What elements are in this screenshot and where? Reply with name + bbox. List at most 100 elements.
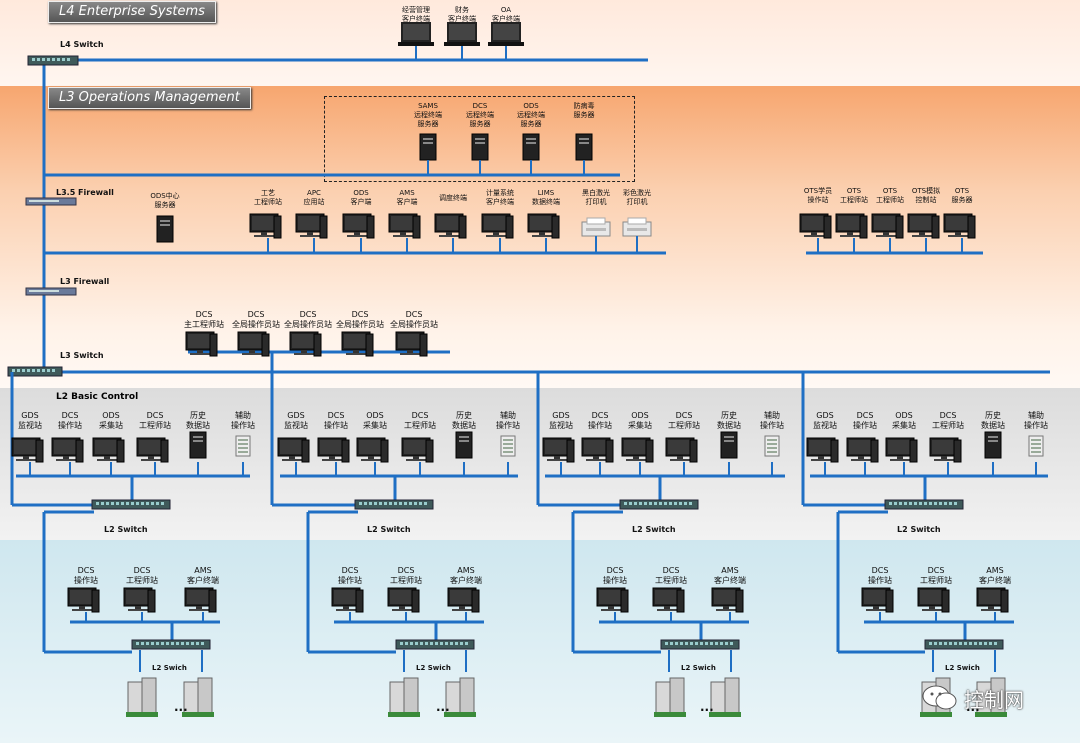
remote-server-icon xyxy=(419,133,437,161)
dcs-global-label: DCS 全局操作员站 xyxy=(336,310,384,329)
l2-station-label: GDS 监视站 xyxy=(18,411,42,430)
remote-server-icon xyxy=(471,133,489,161)
ellipsis: ... xyxy=(174,700,188,714)
l2-station-label: GDS 监视站 xyxy=(813,411,837,430)
io-module-icon xyxy=(182,677,214,717)
ellipsis: ... xyxy=(436,700,450,714)
l2-station-icon xyxy=(11,437,44,463)
l2-switch-icon xyxy=(354,499,434,510)
l3-client-icon xyxy=(249,213,282,239)
l2-station-label: DCS 工程师站 xyxy=(932,411,964,430)
l2-station-label: ODS 采集站 xyxy=(892,411,916,430)
remote-server-label: DCS 远程终端 服务器 xyxy=(466,102,494,128)
l2-station-label: 历史 数据站 xyxy=(981,411,1005,430)
l2-station-icon xyxy=(136,437,169,463)
l3-client-icon xyxy=(388,213,421,239)
l1-station-icon xyxy=(711,587,744,613)
l1-station-icon xyxy=(331,587,364,613)
l2-station-label: DCS 操作站 xyxy=(853,411,877,430)
io-module-icon xyxy=(444,677,476,717)
l1-station-label: DCS 工程师站 xyxy=(390,566,422,585)
l2-station-label: 历史 数据站 xyxy=(717,411,741,430)
l4-terminal-label: 财务 客户终端 xyxy=(448,6,476,23)
l1-switch-icon xyxy=(924,639,1004,650)
ots-label: OTS 工程师站 xyxy=(840,187,868,204)
ods-center-label: ODS中心 服务器 xyxy=(150,192,180,209)
l1-station-icon xyxy=(123,587,156,613)
l2-station-icon xyxy=(621,437,654,463)
watermark-text: 控制网 xyxy=(964,688,1024,712)
l2-station-icon xyxy=(581,437,614,463)
remote-server-icon xyxy=(575,133,593,161)
level-l2-title: L2 Basic Control xyxy=(56,392,139,402)
l3-client-icon xyxy=(527,213,560,239)
l4-terminal-label: 经营管理 客户终端 xyxy=(402,6,430,23)
l1-station-icon xyxy=(976,587,1009,613)
printer-label: 彩色激光 打印机 xyxy=(623,189,651,206)
l1-station-icon xyxy=(387,587,420,613)
l3-client-label: LIMS 数据终端 xyxy=(532,189,560,206)
l2-station-label: ODS 采集站 xyxy=(99,411,123,430)
wechat-icon xyxy=(922,685,957,710)
ots-station-icon xyxy=(943,213,976,239)
dcs-global-label: DCS 全局操作员站 xyxy=(284,310,332,329)
l1-station-label: DCS 操作站 xyxy=(603,566,627,585)
printer-icon xyxy=(581,217,611,237)
l2-station-icon xyxy=(806,437,839,463)
ellipsis: ... xyxy=(966,700,980,714)
l2-station-icon xyxy=(51,437,84,463)
l2-switch-icon xyxy=(884,499,964,510)
ots-label: OTS 服务器 xyxy=(951,187,973,204)
l2-station-label: DCS 工程师站 xyxy=(139,411,171,430)
l2-station-icon xyxy=(317,437,350,463)
l1-station-icon xyxy=(596,587,629,613)
auxiliary-panel-icon xyxy=(235,435,251,457)
io-module-icon xyxy=(654,677,686,717)
l1-station-icon xyxy=(184,587,217,613)
ots-station-icon xyxy=(871,213,904,239)
ots-station-icon xyxy=(799,213,832,239)
io-module-icon xyxy=(388,677,420,717)
l2-station-icon xyxy=(356,437,389,463)
l3-firewall-icon xyxy=(25,287,77,296)
zone-l2 xyxy=(0,388,1080,540)
dcs-global-station-icon xyxy=(289,331,322,357)
l2-station-icon xyxy=(929,437,962,463)
ots-label: OTS模拟 控制站 xyxy=(911,187,941,204)
history-server-icon xyxy=(189,431,207,459)
dcs-global-label: DCS 全局操作员站 xyxy=(390,310,438,329)
l3-client-icon xyxy=(342,213,375,239)
l1-station-icon xyxy=(652,587,685,613)
l2-station-label: DCS 操作站 xyxy=(588,411,612,430)
l1-station-label: AMS 客户终端 xyxy=(450,566,482,585)
ellipsis: ... xyxy=(700,700,714,714)
auxiliary-panel-icon xyxy=(500,435,516,457)
l3-switch-icon xyxy=(7,366,63,377)
dcs-global-label: DCS 全局操作员站 xyxy=(232,310,280,329)
ots-station-icon xyxy=(907,213,940,239)
l2-station-label: 辅助 操作站 xyxy=(496,411,520,430)
l1-station-label: DCS 工程师站 xyxy=(920,566,952,585)
history-server-icon xyxy=(455,431,473,459)
l2-station-label: 辅助 操作站 xyxy=(231,411,255,430)
l3-client-label: ODS 客户端 xyxy=(350,189,372,206)
l1-switch-icon xyxy=(131,639,211,650)
l2-station-label: DCS 操作站 xyxy=(58,411,82,430)
printer-label: 黑白激光 打印机 xyxy=(582,189,610,206)
l3-switch-label: L3 Switch xyxy=(60,351,104,360)
remote-server-icon xyxy=(522,133,540,161)
watermark: 控制网 xyxy=(920,682,1060,712)
history-server-icon xyxy=(720,431,738,459)
l2-switch-label: L2 Switch xyxy=(632,525,676,534)
l3-firewall-label: L3 Firewall xyxy=(60,277,110,286)
l2-station-label: 历史 数据站 xyxy=(186,411,210,430)
ots-label: OTS 工程师站 xyxy=(876,187,904,204)
dcs-global-station-icon xyxy=(341,331,374,357)
l1-station-icon xyxy=(447,587,480,613)
l2-switch-label: L2 Switch xyxy=(104,525,148,534)
dcs-global-station-icon xyxy=(395,331,428,357)
remote-server-label: ODS 远程终端 服务器 xyxy=(517,102,545,128)
l2-station-label: DCS 工程师站 xyxy=(404,411,436,430)
remote-server-label: 防病毒 服务器 xyxy=(573,102,595,119)
